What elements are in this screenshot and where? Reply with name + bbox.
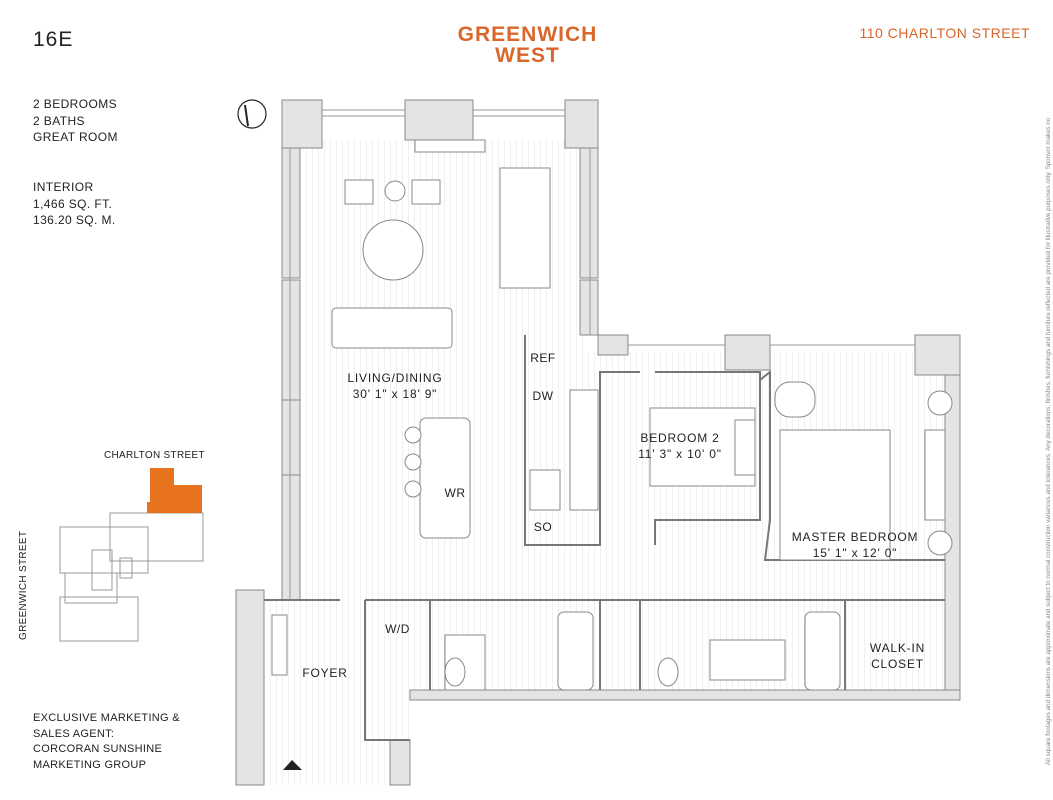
north-arrow-icon bbox=[244, 104, 249, 127]
furniture bbox=[271, 139, 953, 691]
logo-line-2: WEST bbox=[495, 44, 560, 67]
agent-line: SALES AGENT: bbox=[33, 727, 115, 740]
room-size: 30' 1" x 18' 9" bbox=[352, 387, 438, 401]
fixture-wd: W/D bbox=[385, 622, 410, 636]
console bbox=[414, 139, 486, 153]
double-vanity bbox=[709, 639, 786, 681]
room-bedroom-2: BEDROOM 2 11' 3" x 10' 0" bbox=[625, 430, 735, 462]
armchair bbox=[774, 381, 816, 418]
key-plan-unit-highlight bbox=[147, 468, 202, 513]
room-name-2: CLOSET bbox=[871, 657, 924, 671]
entry-arrow-icon bbox=[283, 760, 302, 770]
greenwich-west-logo: GREENWICH WEST bbox=[440, 24, 615, 66]
bedrooms: 2 BEDROOMS bbox=[33, 97, 118, 111]
stove bbox=[529, 469, 561, 511]
interior-area: INTERIOR 1,466 SQ. FT. 136.20 SQ. M. bbox=[33, 179, 116, 229]
key-plan-street-top: CHARLTON STREET bbox=[104, 450, 205, 461]
closet-2 bbox=[569, 389, 599, 511]
room-name: LIVING/DINING bbox=[347, 371, 443, 385]
room-walk-in-closet: WALK-IN CLOSET bbox=[855, 640, 940, 672]
room-name: MASTER BEDROOM bbox=[791, 530, 919, 544]
room-size: 15' 1" x 12' 0" bbox=[812, 546, 898, 560]
logo-line-1: GREENWICH bbox=[457, 23, 598, 46]
side-table bbox=[384, 180, 406, 202]
room-living-dining: LIVING/DINING 30' 1" x 18' 9" bbox=[325, 370, 465, 402]
agent-line: EXCLUSIVE MARKETING & bbox=[33, 712, 180, 724]
interior-label: INTERIOR bbox=[33, 180, 94, 194]
fixture-dw: DW bbox=[532, 389, 554, 403]
area-sqm: 136.20 SQ. M. bbox=[33, 213, 116, 227]
room-name: BEDROOM 2 bbox=[640, 431, 720, 445]
master-bed bbox=[779, 429, 891, 561]
chair bbox=[411, 179, 441, 205]
address: 110 CHARLTON STREET bbox=[859, 25, 1030, 41]
legal-disclaimer: All square footages and dimensions are a… bbox=[1045, 117, 1052, 765]
great-room: GREAT ROOM bbox=[33, 130, 118, 144]
sofa bbox=[331, 307, 453, 349]
north-compass-icon bbox=[237, 99, 267, 129]
fixture-wr: WR bbox=[444, 486, 466, 500]
agent-line: MARKETING GROUP bbox=[33, 758, 147, 771]
tub-master bbox=[804, 611, 841, 691]
island bbox=[419, 417, 471, 539]
unit-number: 16E bbox=[33, 28, 74, 51]
area-sqft: 1,466 SQ. FT. bbox=[33, 196, 113, 211]
fixture-ref: REF bbox=[530, 351, 556, 365]
room-size: 11' 3" x 10' 0" bbox=[638, 447, 722, 461]
room-name: WALK-IN bbox=[869, 641, 926, 655]
room-master-bedroom: MASTER BEDROOM 15' 1" x 12' 0" bbox=[785, 529, 925, 561]
chair bbox=[344, 179, 374, 205]
baths: 2 BATHS bbox=[33, 113, 85, 128]
marketing-agent: EXCLUSIVE MARKETING & SALES AGENT: CORCO… bbox=[33, 711, 180, 773]
dining-table bbox=[499, 167, 551, 289]
fixture-so: SO bbox=[533, 520, 553, 534]
round-table bbox=[362, 219, 424, 281]
agent-line: CORCORAN SUNSHINE bbox=[33, 743, 163, 755]
room-foyer: FOYER bbox=[302, 666, 348, 680]
unit-specs: 2 BEDROOMS 2 BATHS GREAT ROOM bbox=[33, 96, 118, 146]
tub bbox=[557, 611, 594, 691]
